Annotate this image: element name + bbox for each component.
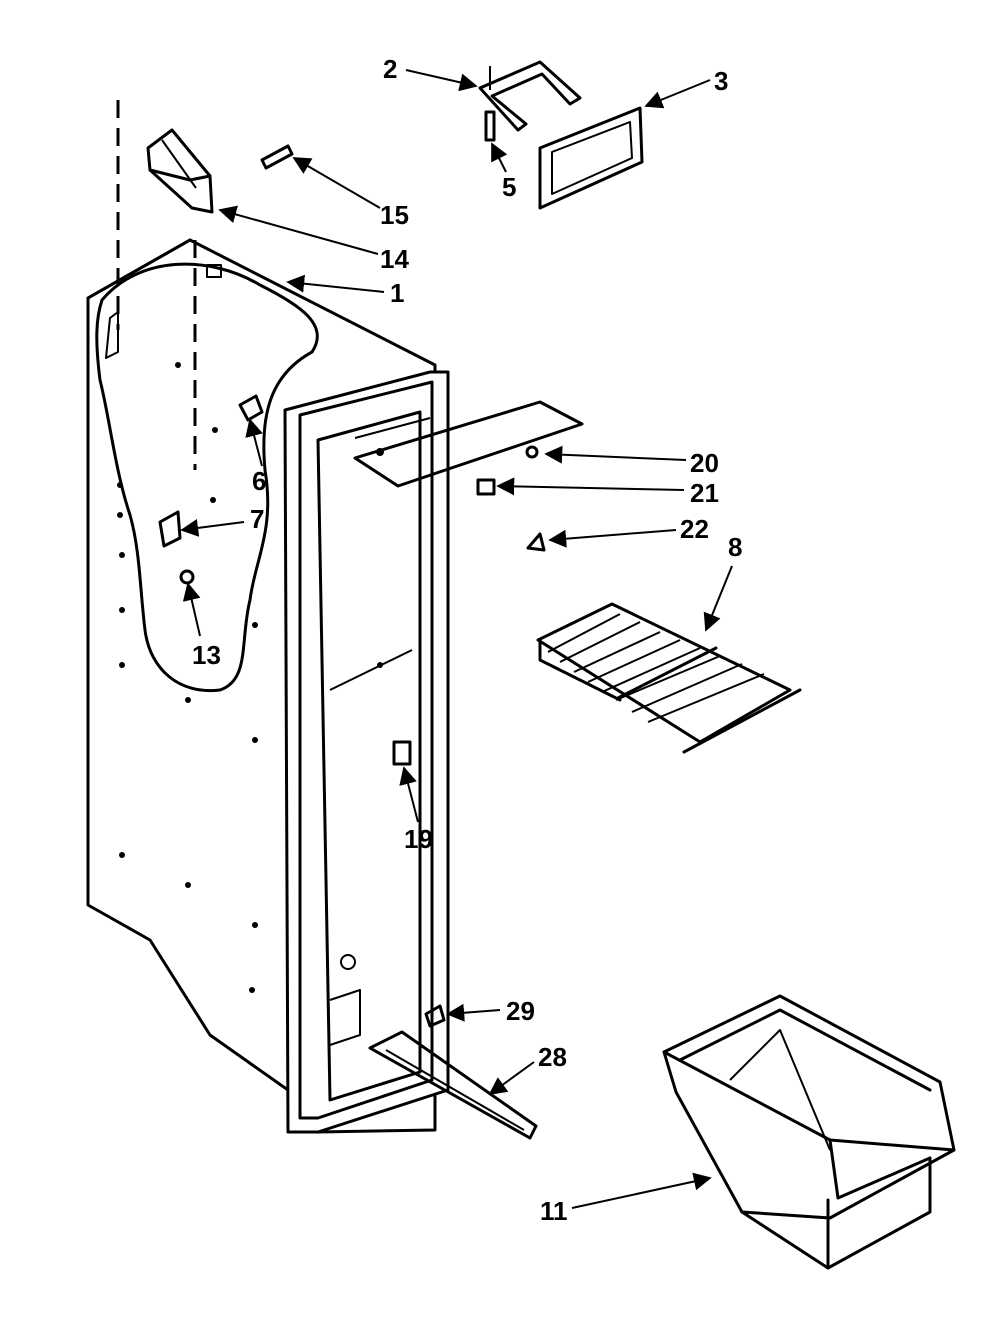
screw-20 — [525, 445, 539, 459]
callout-13: 13 — [192, 640, 221, 670]
light-cover — [353, 400, 584, 488]
screw-5 — [484, 110, 496, 142]
callout-3: 3 — [714, 66, 728, 96]
callout-19: 19 — [404, 824, 433, 854]
leader-lines — [180, 69, 733, 1209]
callout-6: 6 — [252, 466, 266, 496]
callout-5: 5 — [502, 172, 516, 202]
freezer-liner — [86, 238, 450, 1134]
part-13 — [179, 569, 195, 585]
storage-bin — [662, 994, 956, 1270]
part-29 — [424, 1004, 446, 1028]
callout-8: 8 — [728, 532, 742, 562]
callout-21: 21 — [690, 478, 719, 508]
part-6 — [238, 394, 264, 422]
callout-22: 22 — [680, 514, 709, 544]
hinge-bracket — [116, 100, 214, 330]
part-19 — [392, 740, 412, 766]
callout-29: 29 — [506, 996, 535, 1026]
clip-22 — [526, 532, 546, 552]
callout-7: 7 — [250, 504, 264, 534]
part-7 — [158, 510, 182, 548]
cover-3 — [538, 106, 644, 210]
rail-28 — [368, 1030, 538, 1140]
clip-21 — [476, 478, 496, 496]
callout-1: 1 — [390, 278, 404, 308]
wire-shelf — [536, 602, 802, 754]
callout-2: 2 — [383, 54, 397, 84]
callout-20: 20 — [690, 448, 719, 478]
callout-11: 11 — [540, 1196, 568, 1226]
callout-28: 28 — [538, 1042, 567, 1072]
screw-15 — [260, 144, 294, 170]
bracket-2 — [478, 60, 582, 132]
callout-15: 15 — [380, 200, 409, 230]
callout-14: 14 — [380, 244, 409, 274]
